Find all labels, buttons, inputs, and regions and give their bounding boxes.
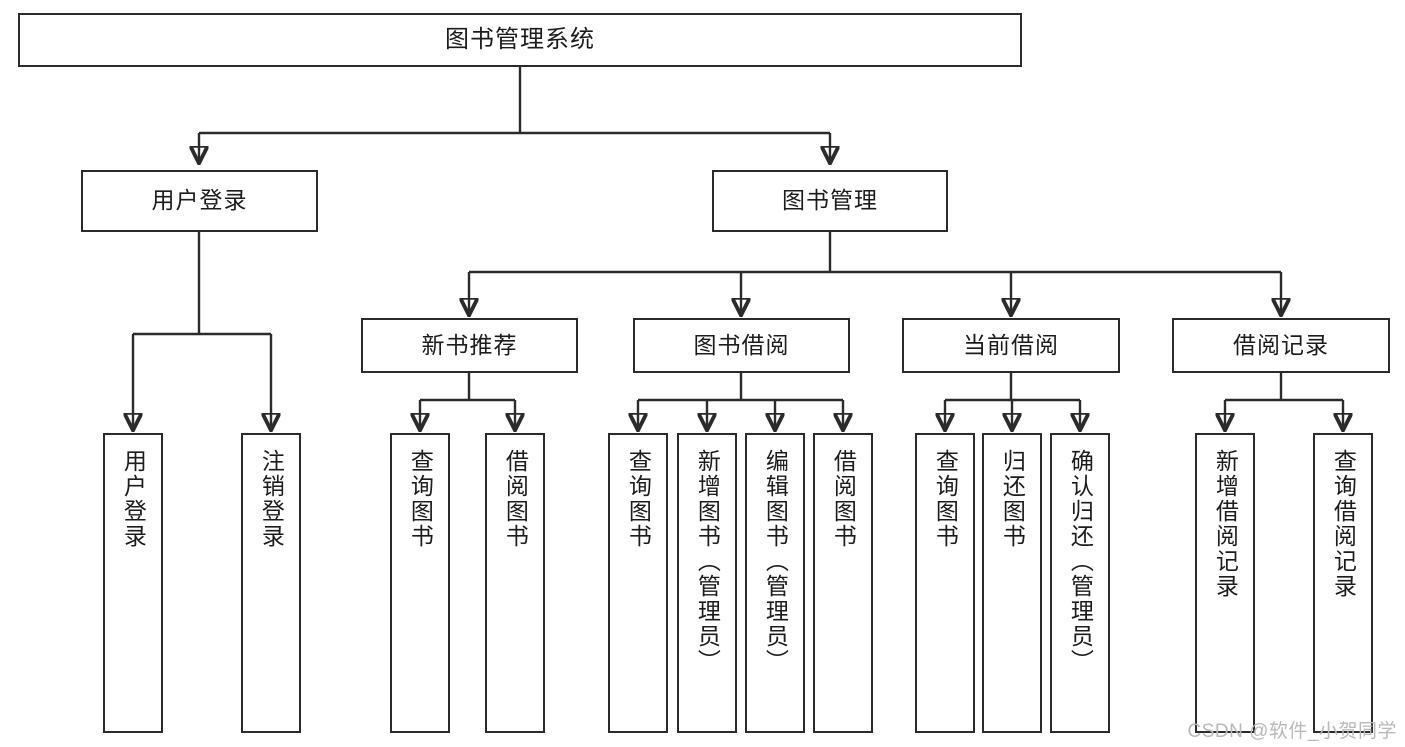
node-leaf-borrow-book-2[interactable]: 借阅图书: [813, 433, 873, 733]
node-leaf-confirm-return[interactable]: 确认归还（管理员）: [1050, 433, 1110, 733]
node-leaf-return-book[interactable]: 归还图书: [982, 433, 1042, 733]
node-leaf-user-login[interactable]: 用户登录: [103, 433, 163, 733]
node-label: 查询借阅记录: [1330, 449, 1357, 599]
node-leaf-query-book-3[interactable]: 查询图书: [915, 433, 975, 733]
node-book-borrow[interactable]: 图书借阅: [633, 318, 850, 373]
node-label: 归还图书: [999, 449, 1026, 549]
node-leaf-add-book[interactable]: 新增图书（管理员）: [677, 433, 737, 733]
node-label: 图书管理系统: [445, 25, 595, 53]
node-leaf-query-book-2[interactable]: 查询图书: [608, 433, 668, 733]
node-label: 当前借阅: [963, 331, 1059, 358]
node-current-borrow[interactable]: 当前借阅: [902, 318, 1120, 373]
node-user-login[interactable]: 用户登录: [81, 170, 318, 232]
node-label: 查询图书: [625, 449, 652, 549]
node-label: 图书管理: [782, 187, 878, 214]
node-label: 查询图书: [407, 449, 434, 549]
node-leaf-edit-book[interactable]: 编辑图书（管理员）: [745, 433, 805, 733]
node-label: 用户登录: [120, 449, 147, 549]
node-label: 注销登录: [258, 449, 285, 549]
node-root-book-management-system[interactable]: 图书管理系统: [18, 13, 1022, 67]
node-label: 确认归还（管理员）: [1067, 449, 1094, 674]
node-label: 图书借阅: [693, 331, 790, 358]
node-label: 新书推荐: [421, 331, 518, 358]
node-label: 借阅记录: [1233, 331, 1329, 358]
node-book-management[interactable]: 图书管理: [712, 170, 948, 232]
node-leaf-query-book-1[interactable]: 查询图书: [390, 433, 450, 733]
node-leaf-add-record[interactable]: 新增借阅记录: [1195, 433, 1255, 733]
node-leaf-borrow-book-1[interactable]: 借阅图书: [485, 433, 545, 733]
node-label: 新增图书（管理员）: [694, 449, 721, 674]
node-label: 新增借阅记录: [1212, 449, 1239, 599]
node-label: 用户登录: [151, 187, 248, 214]
node-leaf-logout-login[interactable]: 注销登录: [241, 433, 301, 733]
watermark: CSDN @软件_小贺同学: [1187, 721, 1397, 742]
node-new-book-recommend[interactable]: 新书推荐: [361, 318, 578, 373]
node-borrow-record[interactable]: 借阅记录: [1172, 318, 1390, 373]
node-label: 查询图书: [932, 449, 959, 549]
node-leaf-query-record[interactable]: 查询借阅记录: [1313, 433, 1373, 733]
node-label: 借阅图书: [830, 449, 857, 549]
node-label: 编辑图书（管理员）: [762, 449, 789, 674]
node-label: 借阅图书: [502, 449, 529, 549]
